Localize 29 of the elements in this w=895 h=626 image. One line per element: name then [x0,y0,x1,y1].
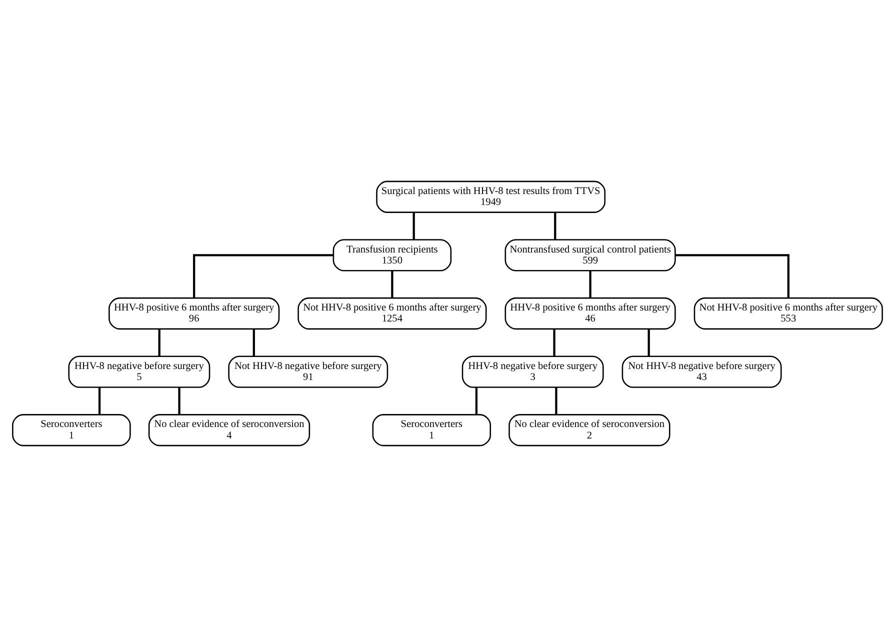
node-box: Not HHV-8 negative before surgery 91 [228,355,388,388]
connector [412,212,415,240]
connector [391,270,394,298]
node-box: Not HHV-8 positive 6 months after surgery 1254 [298,296,487,330]
node-box: HHV-8 positive 6 months after surgery 96 [108,296,280,330]
node-box: Not HHV-8 negative before surgery 43 [622,355,782,388]
connector [555,386,558,414]
connector [675,254,790,298]
node-box: Seroconverters 1 [372,414,492,446]
node-box: Not HHV-8 positive 6 months after surgery 553 [694,296,883,330]
connector [475,386,478,414]
node-box: Surgical patients with HHV-8 test results from TTVS 1949 [376,180,606,212]
node-box: HHV-8 negative before surgery 5 [68,355,210,388]
node-box: HHV-8 negative before surgery 3 [462,355,604,388]
node-box: Nontransfused surgical control patients 599 [504,238,676,271]
connector [589,270,592,298]
connector [554,212,556,240]
connector [98,386,101,414]
connector [178,386,180,414]
node-box: Seroconverters 1 [12,414,131,446]
node-box: No clear evidence of seroconversion 4 [148,414,310,446]
connector [553,328,556,356]
connector [158,328,160,356]
node-box: HHV-8 positive 6 months after surgery 46 [504,296,676,330]
connector [193,254,334,298]
node-box: No clear evidence of seroconversion 2 [508,414,670,446]
connector [252,328,255,356]
connector [648,328,650,356]
node-box: Transfusion recipients 1350 [332,238,452,271]
